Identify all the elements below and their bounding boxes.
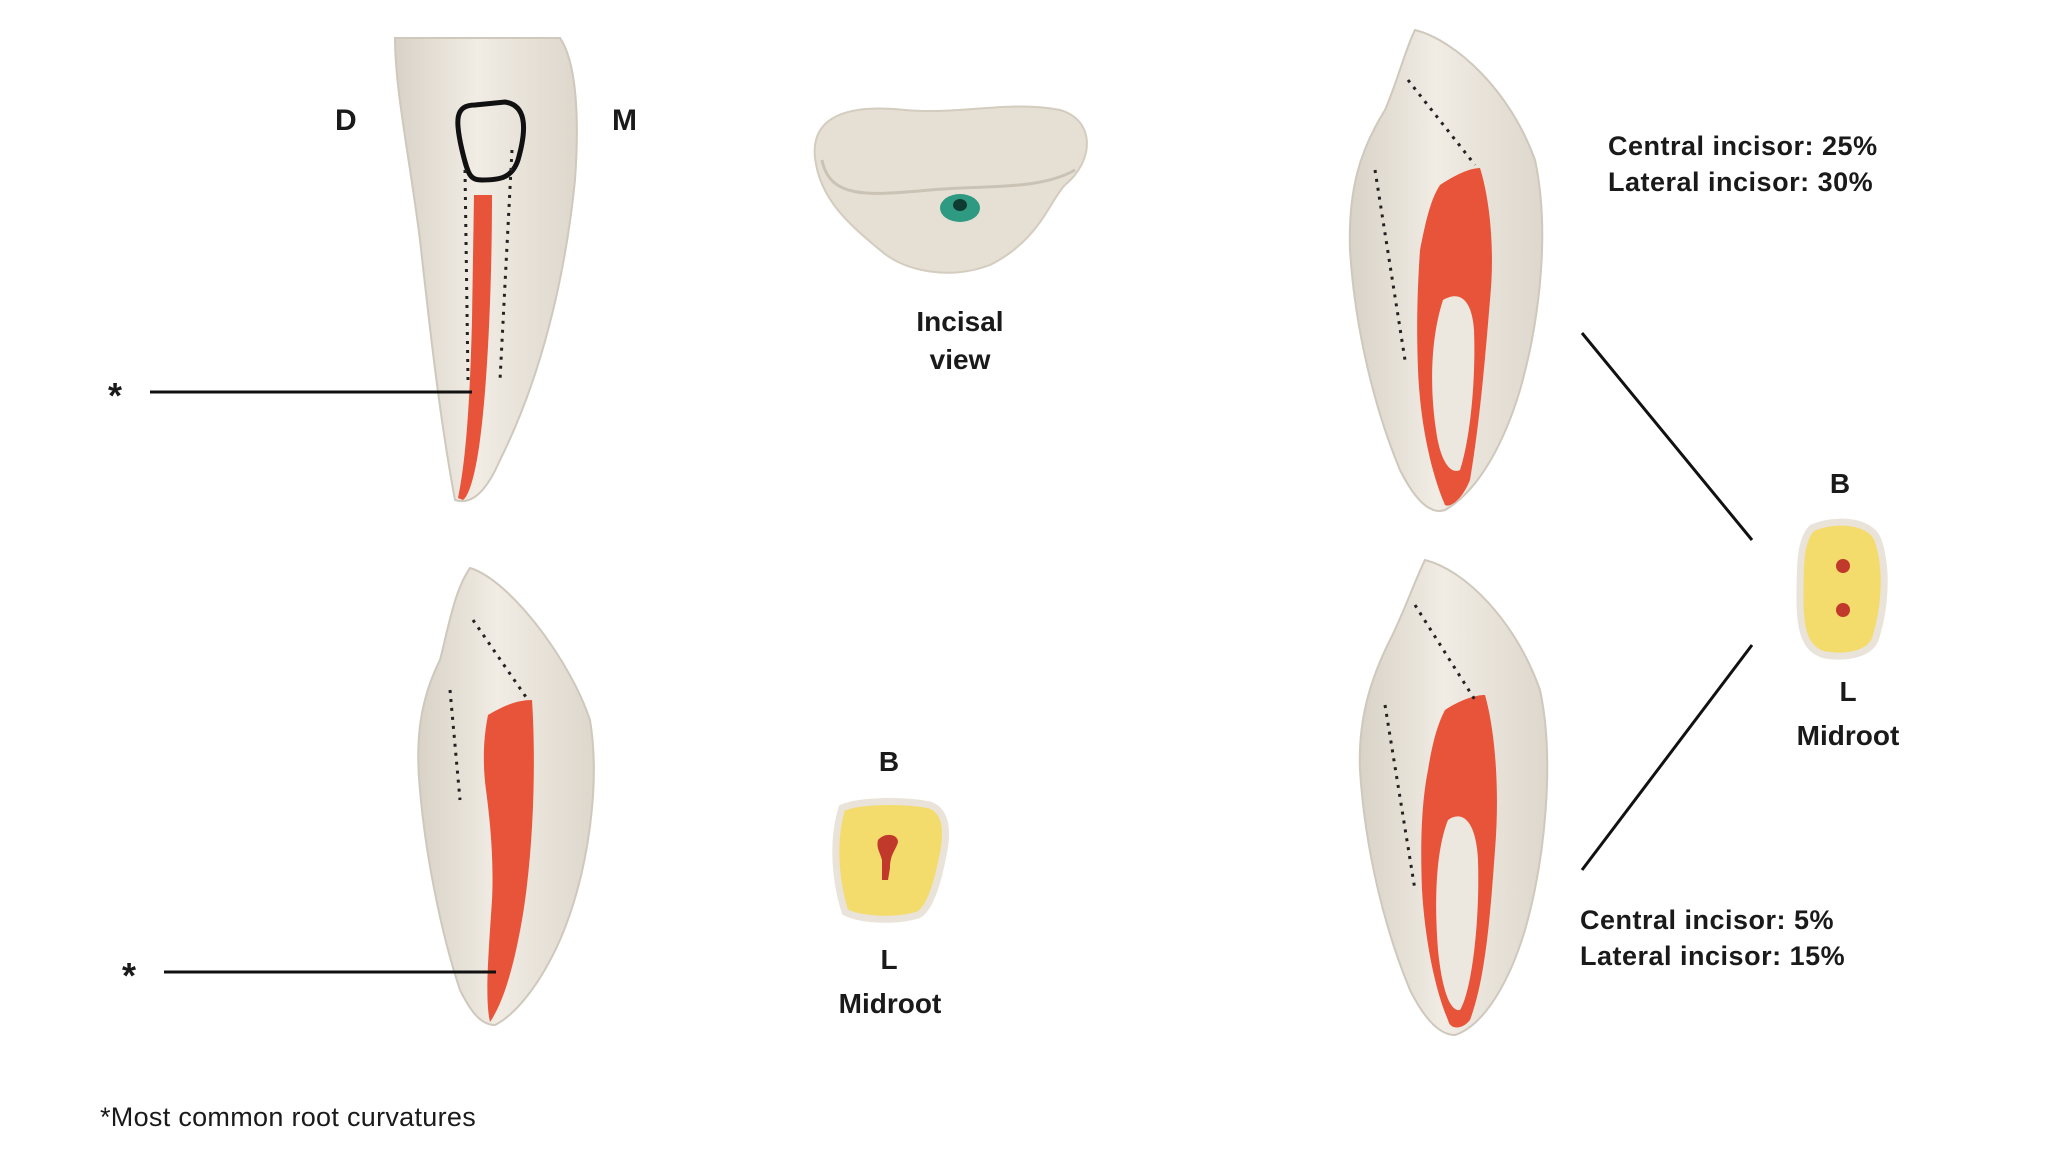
- buccal-label-single: B: [874, 748, 904, 776]
- stats-bottom-central: Central incisor: 5%: [1580, 904, 1834, 936]
- pointer-line: [1582, 645, 1752, 870]
- tooth-two-canals-joined: [1350, 30, 1752, 540]
- stats-bottom-lateral: Lateral incisor: 15%: [1580, 940, 1845, 972]
- footnote: *Most common root curvatures: [100, 1104, 476, 1131]
- lingual-label-double: L: [1833, 678, 1863, 706]
- tooth-proximal-single-canal: [164, 568, 594, 1025]
- incisal-view-label-line2: view: [880, 346, 1040, 374]
- tooth-incisal-view: [815, 106, 1087, 272]
- midroot-section-double: [1800, 522, 1884, 656]
- midroot-label-double: Midroot: [1758, 722, 1938, 750]
- tooth-labial-single-canal: [150, 38, 577, 501]
- midroot-section-single: [836, 802, 946, 920]
- incisal-view-label-line1: Incisal: [880, 308, 1040, 336]
- pointer-line: [1582, 333, 1752, 540]
- mesial-label: M: [612, 106, 637, 136]
- distal-label: D: [335, 106, 357, 136]
- stats-top-lateral: Lateral incisor: 30%: [1608, 166, 1873, 198]
- stats-top-central: Central incisor: 25%: [1608, 130, 1878, 162]
- curvature-asterisk-top: *: [108, 378, 122, 414]
- curvature-asterisk-bottom: *: [122, 958, 136, 994]
- lingual-label-single: L: [874, 946, 904, 974]
- buccal-label-double: B: [1825, 470, 1855, 498]
- midroot-label-single: Midroot: [800, 990, 980, 1018]
